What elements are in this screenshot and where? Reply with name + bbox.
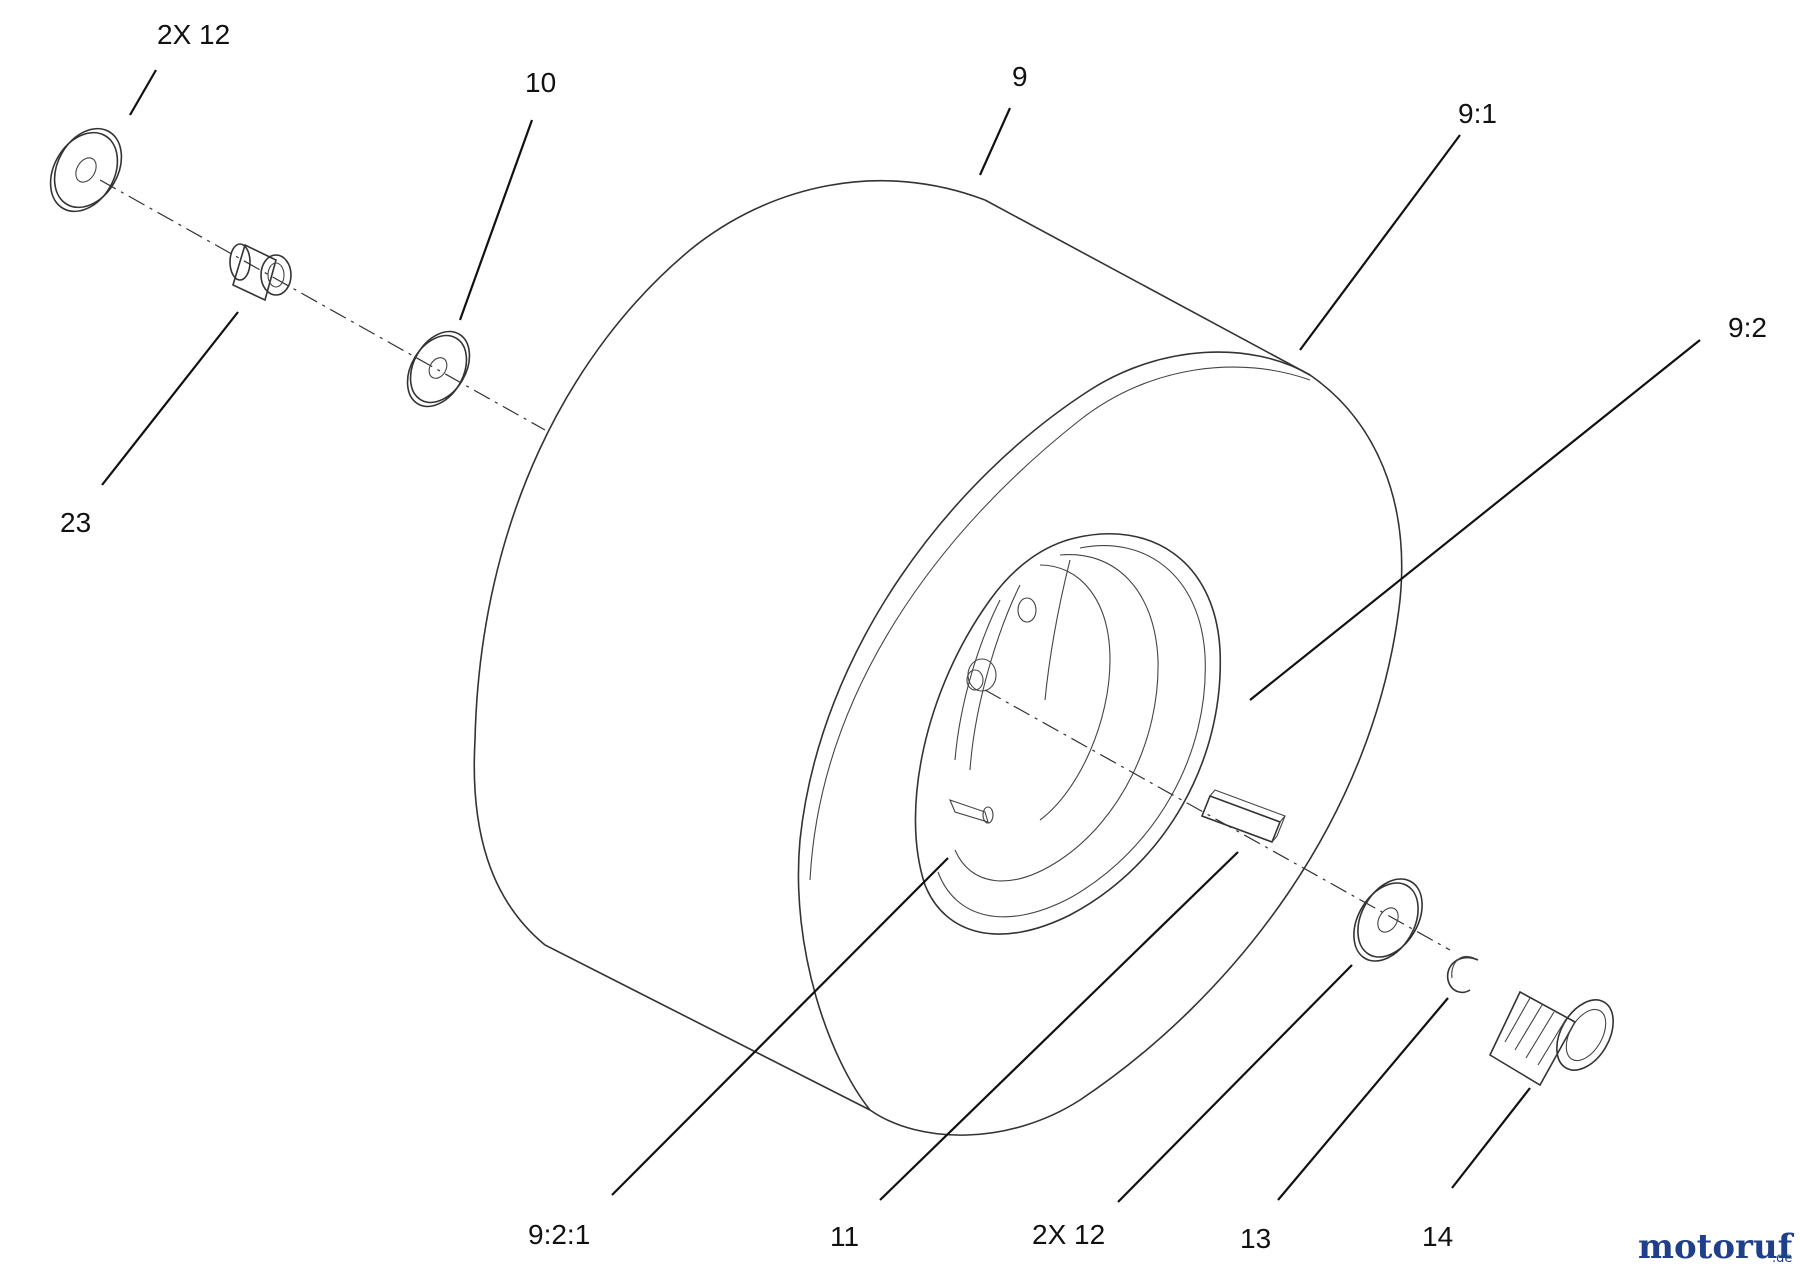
callout-labels: 2X 12 10 9 9:1 9:2 23 9:2:1 11 2X 12 13 …	[60, 19, 1767, 1254]
key	[1200, 789, 1286, 844]
callout-9-1: 9:1	[1458, 98, 1497, 129]
retaining-clip	[1446, 956, 1479, 994]
callout-11: 11	[830, 1221, 859, 1252]
leader-lines	[101, 69, 1701, 1203]
callout-2x12-top: 2X 12	[157, 19, 230, 50]
callout-23: 23	[60, 507, 91, 538]
washer-mid	[406, 330, 471, 408]
callout-9: 9	[1012, 61, 1028, 92]
washer-top	[49, 127, 123, 213]
callout-2x12-bottom: 2X 12	[1032, 1219, 1105, 1250]
watermark-logo: motoruf .de	[1638, 1227, 1795, 1267]
hub-cap	[1488, 990, 1614, 1087]
washer-bottom	[1353, 878, 1423, 962]
wheel-rim	[914, 533, 1222, 935]
callout-13: 13	[1240, 1223, 1271, 1254]
watermark-suffix: .de	[1772, 1251, 1792, 1266]
callout-14: 14	[1422, 1221, 1453, 1252]
callout-10: 10	[525, 67, 556, 98]
callout-9-2: 9:2	[1728, 312, 1767, 343]
tire-body	[473, 179, 1403, 1136]
callout-9-2-1: 9:2:1	[528, 1219, 590, 1250]
assembly-axis	[99, 179, 1451, 951]
spacer-bushing	[229, 243, 292, 302]
watermark-name: motoruf	[1638, 1227, 1795, 1267]
